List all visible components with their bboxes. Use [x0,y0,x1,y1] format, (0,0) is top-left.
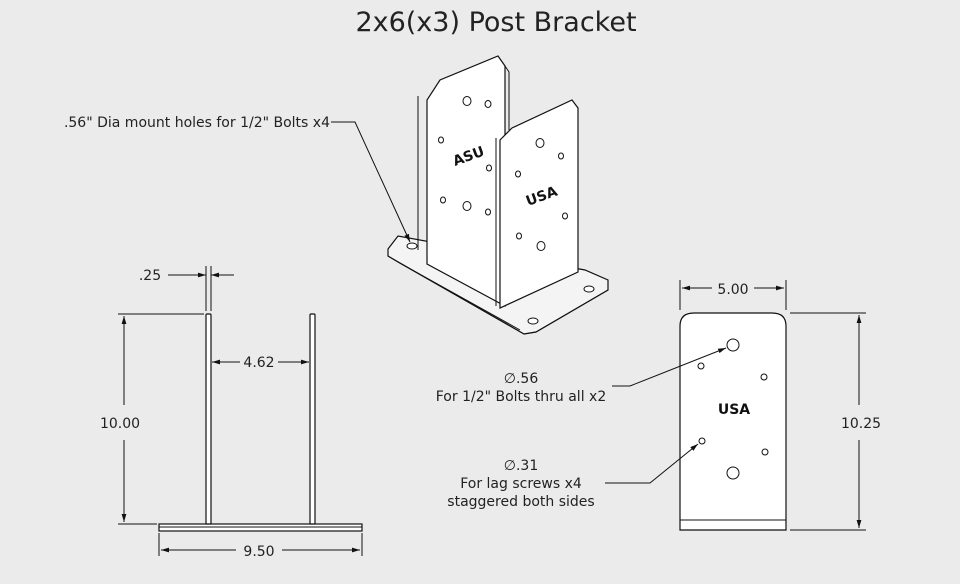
side-dim-width: 5.00 [717,282,748,298]
iso-front-holes [515,138,568,251]
side-lag-note-2: staggered both sides [447,494,594,510]
side-plate [679,312,787,531]
isometric-view: ASU USA .56" Dia mount holes for 1/2" Bo… [64,55,609,335]
iso-front-upright [495,99,579,309]
iso-hole-callout: .56" Dia mount holes for 1/2" Bolts x4 [64,115,330,131]
side-lag-dia: ∅.31 [504,458,538,474]
front-dim-height: 10.00 [100,416,140,432]
iso-base-holes [406,242,595,325]
front-view: .25 4.62 10.00 9.50 [100,266,363,560]
side-view: USA 5.00 10.25 ∅.56 For 1/2" Bolts thru … [436,280,881,531]
drawing-title: 2x6(x3) Post Bracket [355,7,636,38]
side-bolt-dia: ∅.56 [504,371,539,387]
iso-callout-leader [331,121,411,243]
front-dim-gap: 4.62 [243,355,274,371]
iso-back-holes [438,96,492,216]
side-bolt-leader [612,347,727,387]
iso-back-upright [417,55,510,308]
side-lag-note-1: For lag screws x4 [460,476,582,492]
side-dim-height: 10.25 [841,416,881,432]
side-bolt-note: For 1/2" Bolts thru all x2 [436,389,606,405]
side-lag-leader [605,443,699,484]
side-emboss-usa: USA [718,402,750,418]
front-left-upright [205,313,212,525]
front-dim-base-width: 9.50 [243,544,274,560]
side-holes [697,338,769,480]
front-dim-thickness: .25 [139,268,161,284]
front-right-upright [309,313,316,525]
